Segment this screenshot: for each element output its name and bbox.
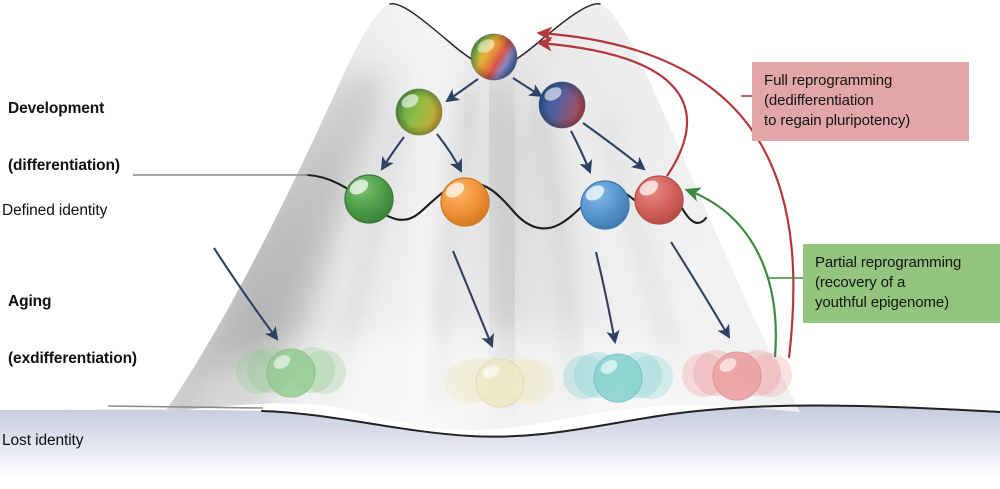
partial-reprogramming-arrow[interactable] <box>684 187 777 358</box>
cell-blue <box>580 180 630 230</box>
reprogramming-layer <box>107 26 803 409</box>
aging-arrow-blue <box>594 251 620 345</box>
label-lost-identity-line1: Lost identity <box>2 431 84 449</box>
full-reprogramming-arrows <box>536 26 795 359</box>
aging-arrows <box>213 241 731 348</box>
dev-arrow-blue-to-redcell <box>582 122 646 171</box>
figure-canvas: Development (differentiation) Defined id… <box>0 3 1000 477</box>
cell-orange <box>440 177 490 227</box>
dev-arrow-stem-to-green <box>445 78 479 103</box>
lost-green <box>236 347 346 398</box>
cell-progenitor-blue-red <box>538 81 586 129</box>
aging-arrow-red <box>670 241 731 339</box>
process-arrows-layer <box>213 77 731 348</box>
lost-teal <box>563 352 673 403</box>
dev-arrow-green-to-orange <box>436 133 462 173</box>
lost-identity-contour <box>261 404 1000 438</box>
lost-identity-leader <box>107 405 264 409</box>
full-reprogramming-arrow-long[interactable] <box>536 26 795 359</box>
label-development-line1: Development <box>8 99 105 117</box>
label-development: Development (differentiation) <box>8 62 120 213</box>
full-reprogramming-arrow-short[interactable] <box>536 36 689 177</box>
lost-pink <box>682 350 792 401</box>
lost-cream <box>445 357 555 408</box>
label-defined-identity-line1: Defined identity <box>2 201 108 219</box>
label-defined-identity: Defined identity <box>2 164 107 259</box>
dev-arrow-blue-to-bluecell <box>570 130 593 174</box>
label-aging-line2: (exdifferentiation) <box>8 349 137 367</box>
label-development-line2: (differentiation) <box>8 156 120 174</box>
cell-green <box>344 174 394 224</box>
development-arrows <box>380 77 646 174</box>
aging-arrow-orange <box>452 250 494 348</box>
dev-arrow-stem-to-blue <box>512 77 543 98</box>
label-lost-identity: Lost identity <box>2 394 84 489</box>
cells-layer <box>236 33 792 408</box>
callout-partial-reprogramming: Partial reprogramming (recovery of a you… <box>803 244 1000 323</box>
cell-stem-cell-rainbow <box>470 33 518 81</box>
base-plain <box>0 405 1000 477</box>
aging-arrow-green <box>213 247 279 341</box>
label-aging: Aging (exdifferentiation) <box>8 255 137 406</box>
label-aging-line1: Aging <box>8 292 52 310</box>
cell-progenitor-green-yellow <box>395 88 443 136</box>
cell-red <box>634 175 684 225</box>
dev-arrow-green-to-greencell <box>380 136 405 171</box>
callout-full-reprogramming: Full reprogramming (dedifferentiation to… <box>752 62 969 141</box>
